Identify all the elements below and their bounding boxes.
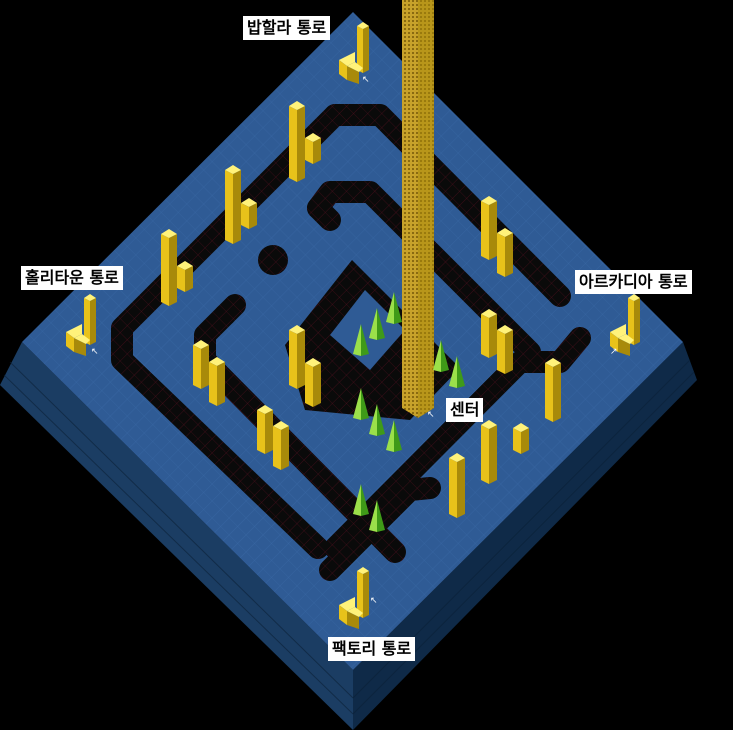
pillar-icon bbox=[257, 405, 273, 454]
tree-cone-icon bbox=[353, 324, 369, 356]
pillar-icon bbox=[497, 228, 513, 277]
portal-cursor-icon: ↖ bbox=[91, 347, 99, 357]
pillar-icon bbox=[289, 101, 305, 182]
portal-marker[interactable] bbox=[339, 22, 369, 84]
pillar-group bbox=[161, 101, 561, 518]
west-portal-label[interactable]: 홀리타운 통로 bbox=[21, 266, 123, 290]
pillar-icon bbox=[449, 453, 465, 518]
tree-cone-icon bbox=[386, 420, 402, 452]
pillar-icon bbox=[225, 165, 241, 244]
portal-cursor-icon: ↖ bbox=[427, 410, 435, 420]
portal-marker[interactable] bbox=[610, 294, 640, 356]
tree-cone-icon bbox=[433, 340, 449, 372]
portal-cursor-icon: ↗ bbox=[610, 347, 618, 357]
tree-cone-icon bbox=[386, 292, 402, 324]
pillar-icon bbox=[305, 358, 321, 407]
pillar-icon bbox=[481, 196, 497, 260]
tree-cone-icon bbox=[369, 500, 385, 532]
pillar-icon bbox=[481, 309, 497, 358]
pillar-icon bbox=[497, 325, 513, 374]
pillar-icon bbox=[305, 133, 321, 164]
tree-cone-icon bbox=[369, 404, 385, 436]
portal-group bbox=[66, 22, 640, 629]
portal-marker[interactable] bbox=[66, 294, 96, 356]
tree-cone-icon bbox=[369, 308, 385, 340]
portal-cursor-icon: ↖ bbox=[362, 75, 370, 85]
tree-cone-icon bbox=[353, 388, 369, 420]
center-island bbox=[330, 290, 405, 370]
portal-marker[interactable] bbox=[339, 567, 369, 629]
tower-icon bbox=[402, 0, 434, 418]
tree-cone-icon bbox=[449, 356, 465, 388]
pillar-icon bbox=[241, 198, 257, 229]
east-portal-label[interactable]: 아르카디아 통로 bbox=[575, 270, 692, 294]
small-island bbox=[258, 245, 288, 275]
pillar-icon bbox=[209, 357, 225, 406]
north-portal-label[interactable]: 밥할라 통로 bbox=[243, 16, 331, 40]
pillar-icon bbox=[289, 325, 305, 389]
tree-cone-group bbox=[353, 292, 465, 532]
portal-cursor-icon: ↖ bbox=[370, 596, 378, 606]
south-portal-label[interactable]: 팩토리 통로 bbox=[328, 637, 416, 661]
pillar-icon bbox=[545, 358, 561, 422]
pillar-icon bbox=[273, 421, 289, 470]
pillar-icon bbox=[161, 229, 177, 306]
tree-cone-icon bbox=[353, 484, 369, 516]
pillar-icon bbox=[177, 261, 193, 292]
pillar-icon bbox=[481, 420, 497, 484]
pillar-icon bbox=[513, 423, 529, 454]
center-label[interactable]: 센터 bbox=[446, 398, 484, 422]
pillar-icon bbox=[193, 340, 209, 389]
